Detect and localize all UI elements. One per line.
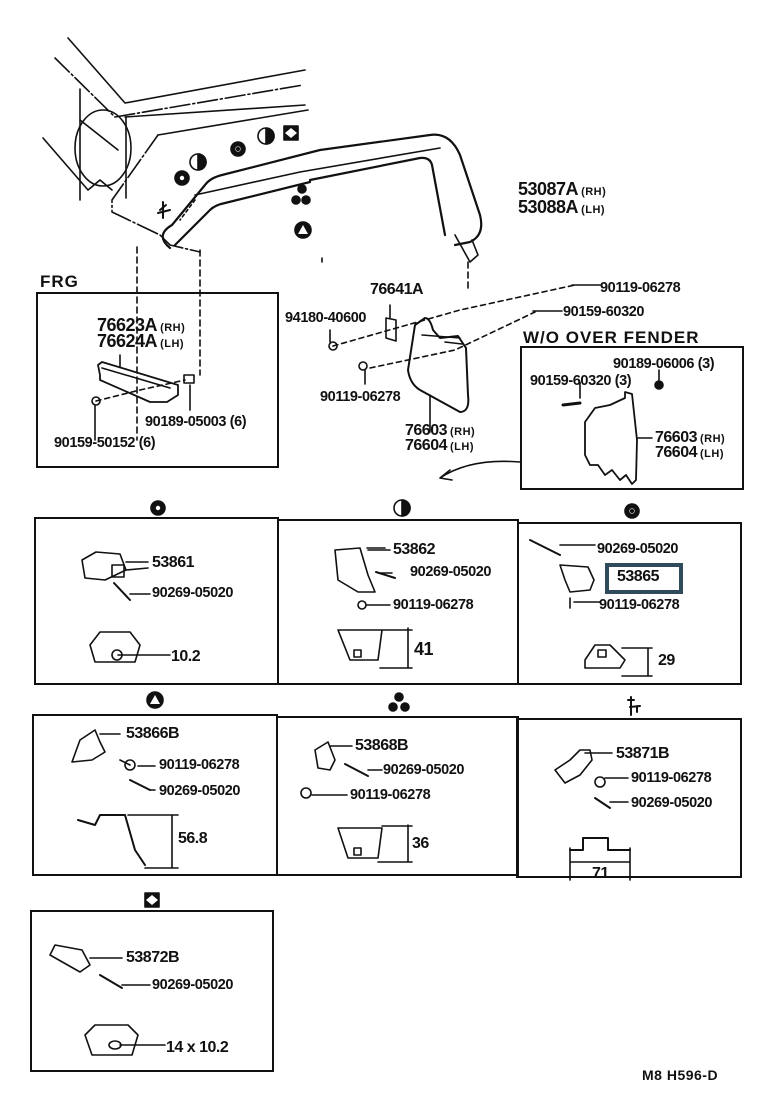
label-fastener[interactable]: 90269-05020 bbox=[383, 762, 465, 778]
label-fastener[interactable]: 90269-05020 bbox=[597, 541, 679, 557]
detail-box-53865 bbox=[517, 522, 742, 685]
side-tag: (RH) bbox=[160, 322, 186, 334]
label-frg-nut[interactable]: 90189-05003 (6) bbox=[145, 414, 247, 430]
vehicle-body-outline bbox=[42, 37, 309, 253]
mudguard-drawing bbox=[328, 284, 601, 481]
label-mudguard-rh[interactable]: 76603(RH) bbox=[405, 423, 475, 439]
part-number: 90189-05003 bbox=[145, 414, 227, 430]
quantity: (6) bbox=[229, 414, 247, 430]
side-tag: (LH) bbox=[160, 338, 185, 350]
part-number: 76604 bbox=[655, 444, 698, 461]
detail-box-53861 bbox=[34, 517, 279, 685]
label-frg-bracket-rh[interactable]: 76623A(RH) bbox=[97, 316, 185, 334]
part-number: 90159-50152 bbox=[54, 435, 136, 451]
label-wo-mudguard-lh[interactable]: 76604(LH) bbox=[655, 445, 724, 461]
highlight-53865 bbox=[605, 563, 683, 594]
part-number: 76603 bbox=[405, 422, 448, 439]
side-tag: (LH) bbox=[581, 204, 606, 216]
wo-over-fender-mudguard-drawing bbox=[561, 369, 664, 485]
label-wo-nut[interactable]: 90189-06006 (3) bbox=[613, 356, 715, 372]
side-tag: (LH) bbox=[700, 448, 724, 460]
dimension-label: 36 bbox=[412, 835, 429, 852]
label-fastener[interactable]: 90119-06278 bbox=[350, 787, 431, 803]
wo-over-fender-title: W/O OVER FENDER bbox=[523, 328, 700, 347]
part-number: 53088A bbox=[518, 197, 579, 217]
label-bracket-53861[interactable]: 53861 bbox=[152, 554, 195, 571]
dimension-label: 71 bbox=[592, 865, 609, 882]
label-fastener[interactable]: 90269-05020 bbox=[631, 795, 713, 811]
frg-bracket-drawing bbox=[91, 249, 201, 441]
dimension-label: 41 bbox=[414, 639, 434, 659]
label-bracket-53868b[interactable]: 53868B bbox=[355, 737, 409, 754]
detail-box-53871b bbox=[516, 718, 742, 878]
box-symbols bbox=[144, 499, 641, 908]
quantity: (6) bbox=[138, 435, 156, 451]
label-bracket-53872b[interactable]: 53872B bbox=[126, 949, 180, 966]
label-fastener[interactable]: 90269-05020 bbox=[410, 564, 492, 580]
label-over-fender-lh[interactable]: 53088A(LH) bbox=[518, 198, 605, 216]
label-fastener[interactable]: 90119-06278 bbox=[631, 770, 712, 786]
label-bracket-53866b[interactable]: 53866B bbox=[126, 725, 180, 742]
part-number: 76603 bbox=[655, 429, 698, 446]
label-bracket-53865[interactable]: 53865 bbox=[617, 568, 660, 585]
side-tag: (RH) bbox=[700, 433, 726, 445]
dimension-label: 10.2 bbox=[171, 648, 201, 665]
dimension-label: 29 bbox=[658, 652, 675, 669]
quantity: (3) bbox=[697, 356, 715, 372]
diagram-code: M8 H596-D bbox=[642, 1067, 719, 1083]
side-tag: (RH) bbox=[450, 426, 476, 438]
quantity: (3) bbox=[614, 373, 632, 389]
part-number: 90189-06006 bbox=[613, 356, 695, 372]
over-fender-drawing bbox=[136, 133, 483, 441]
frg-box bbox=[36, 292, 279, 468]
label-nut-94180[interactable]: 94180-40600 bbox=[285, 310, 367, 326]
part-number: 53087A bbox=[518, 179, 579, 199]
detail-box-53872b bbox=[30, 910, 274, 1072]
detail-drawings bbox=[49, 539, 653, 1056]
label-bracket-53871b[interactable]: 53871B bbox=[616, 745, 670, 762]
part-number: 76604 bbox=[405, 437, 448, 454]
label-fastener[interactable]: 90119-06278 bbox=[599, 597, 680, 613]
wo-over-fender-box bbox=[520, 346, 744, 490]
label-fastener[interactable]: 90269-05020 bbox=[152, 585, 234, 601]
label-mudguard-lh[interactable]: 76604(LH) bbox=[405, 438, 474, 454]
detail-box-53868b bbox=[276, 716, 519, 876]
label-fastener[interactable]: 90119-06278 bbox=[393, 597, 474, 613]
dimension-label: 14 x 10.2 bbox=[166, 1039, 229, 1056]
label-wo-mudguard-rh[interactable]: 76603(RH) bbox=[655, 430, 725, 446]
label-screw-lower[interactable]: 90119-06278 bbox=[320, 389, 401, 405]
dimension-label: 56.8 bbox=[178, 830, 208, 847]
label-mudguard-bracket[interactable]: 76641A bbox=[370, 281, 424, 298]
label-fastener[interactable]: 90119-06278 bbox=[159, 757, 240, 773]
label-wo-screw[interactable]: 90159-60320 (3) bbox=[530, 373, 632, 389]
side-tag: (RH) bbox=[581, 186, 607, 198]
fender-symbol-markers bbox=[157, 125, 312, 239]
label-over-fender-rh[interactable]: 53087A(RH) bbox=[518, 180, 606, 198]
label-screw-mid[interactable]: 90159-60320 bbox=[563, 304, 645, 320]
frg-box-title: FRG bbox=[40, 272, 79, 291]
side-tag: (LH) bbox=[450, 441, 474, 453]
part-number: 76623A bbox=[97, 315, 158, 335]
label-screw-upper[interactable]: 90119-06278 bbox=[600, 280, 681, 296]
label-fastener[interactable]: 90269-05020 bbox=[152, 977, 234, 993]
label-frg-bolt[interactable]: 90159-50152 (6) bbox=[54, 435, 156, 451]
label-frg-bracket-lh[interactable]: 76624A(LH) bbox=[97, 332, 184, 350]
label-bracket-53862[interactable]: 53862 bbox=[393, 541, 436, 558]
part-number: 90159-60320 bbox=[530, 373, 612, 389]
part-number: 76624A bbox=[97, 331, 158, 351]
label-fastener[interactable]: 90269-05020 bbox=[159, 783, 241, 799]
